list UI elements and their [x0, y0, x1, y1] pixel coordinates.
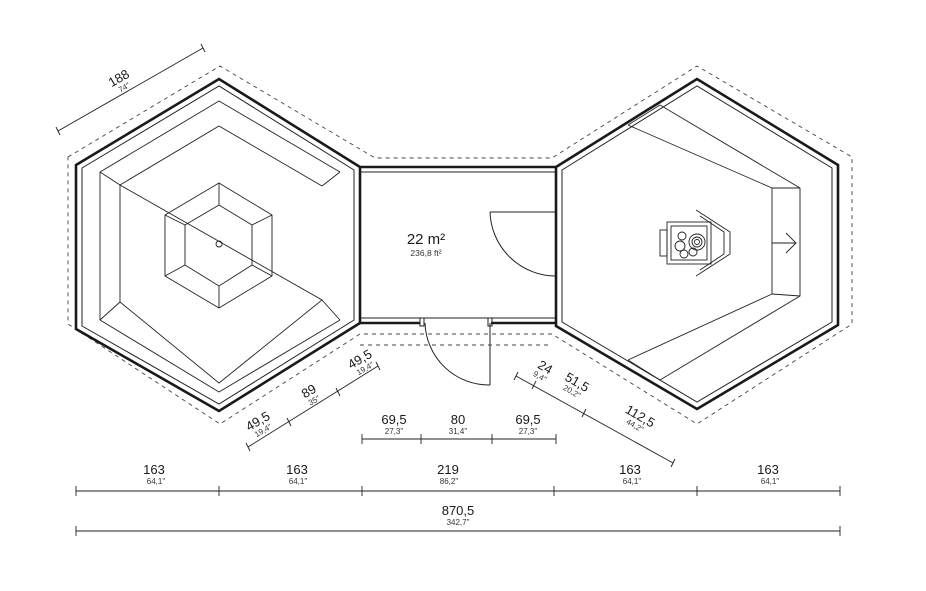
dim-total-4-imperial: 64,1"	[623, 477, 642, 486]
dim-overall-imperial: 342,7"	[447, 518, 470, 527]
room-area-imperial: 236,8 ft²	[410, 248, 441, 258]
dim-total-1-imperial: 64,1"	[147, 477, 166, 486]
left-stove-inner	[184, 204, 253, 287]
roof-outline	[67, 65, 853, 425]
dim-right-diag-1: 24	[535, 357, 555, 377]
dim-door-left-imperial: 27,3"	[385, 427, 404, 436]
dim-total-3-imperial: 86,2"	[440, 477, 459, 486]
right-hexagon-room	[554, 77, 840, 411]
dim-total-2: 163	[286, 462, 308, 477]
left-stove-center	[215, 240, 223, 248]
dim-total-5-imperial: 64,1"	[761, 477, 780, 486]
dim-total-4: 163	[619, 462, 641, 477]
dim-door-right-imperial: 27,3"	[519, 427, 538, 436]
dim-total-3: 219	[437, 462, 459, 477]
dim-overall: 870,5	[442, 503, 475, 518]
dim-door-right: 69,5	[515, 412, 540, 427]
dim-total-5: 163	[757, 462, 779, 477]
dim-bottom-left-2: 89	[299, 381, 319, 401]
dim-door-mid-imperial: 31,4"	[449, 427, 468, 436]
room-area: 22 m²	[407, 231, 445, 248]
arrow-icon	[785, 232, 797, 254]
center-corridor	[360, 165, 557, 386]
dim-door-mid: 80	[451, 412, 465, 427]
dim-total-2-imperial: 64,1"	[289, 477, 308, 486]
right-stove-icon	[659, 209, 731, 277]
dim-door-left: 69,5	[381, 412, 406, 427]
dim-total-1: 163	[143, 462, 165, 477]
left-stove-outer	[164, 182, 273, 309]
dimension-lines	[55, 43, 841, 536]
